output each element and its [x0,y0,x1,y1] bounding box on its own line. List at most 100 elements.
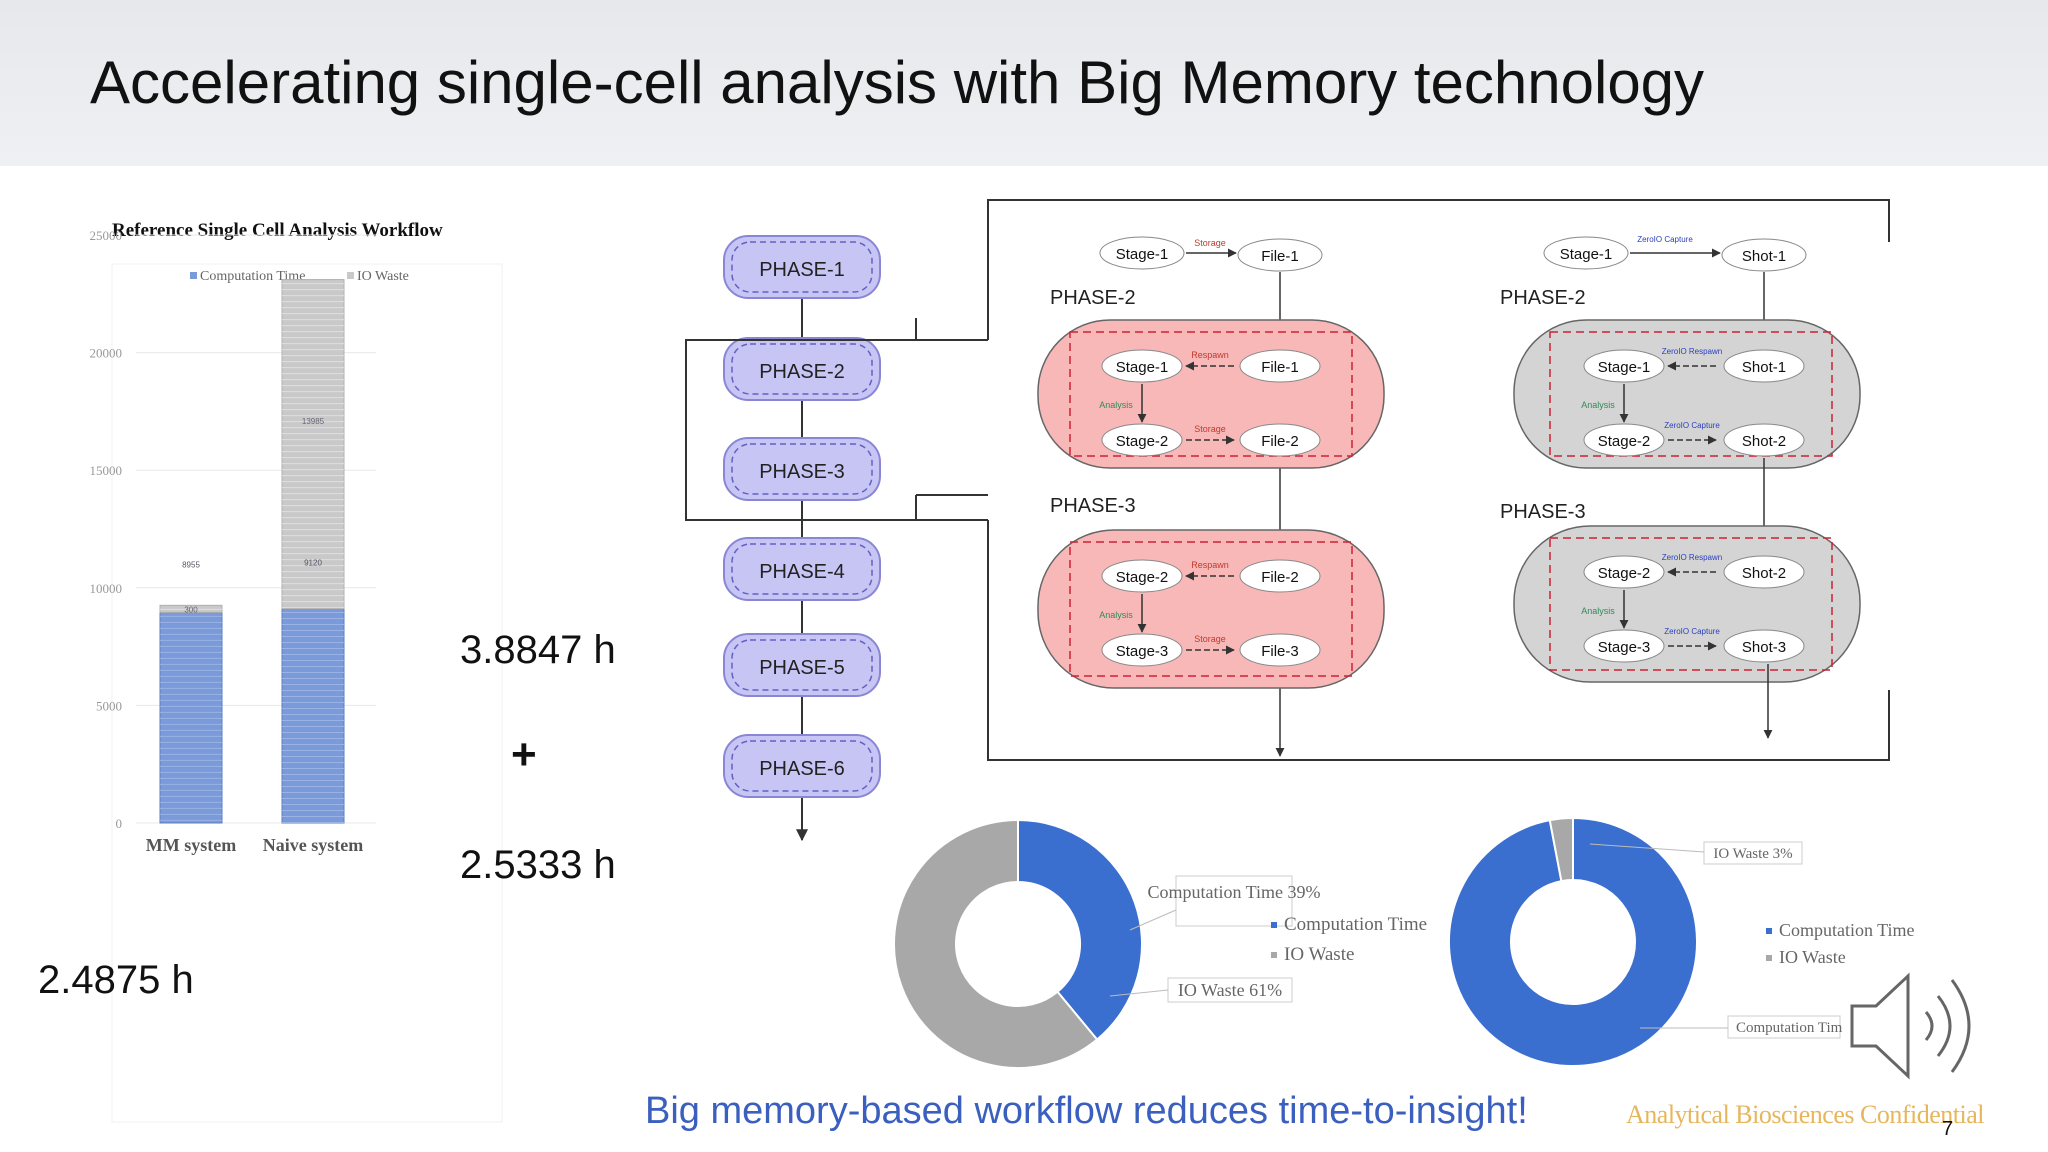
donut-chart-naive: Computation Time 39% IO Waste 61% Comput… [893,818,1427,1069]
bar-categories: MM system Naive system [146,835,363,855]
right-p3-stage-2: Stage-3 [1598,639,1651,656]
legend-swatch-io [347,272,354,279]
page-number: 7 [1942,1118,1954,1140]
top-file-left: File-1 [1261,248,1299,265]
donut-slice-io-waste [893,818,1099,1069]
donut1-legend-comp: Computation Time [1284,914,1427,935]
legend-swatch-computation [190,272,197,279]
right-phase3-label: PHASE-3 [1500,501,1586,523]
data-label-computation-0: 8955 [182,561,200,570]
category-label-0: MM system [146,835,236,855]
donut1-legend-io: IO Waste [1284,944,1354,965]
y-tick-label: 10000 [90,581,123,596]
data-label-io-0: 300 [184,605,198,614]
left-phase3-label: PHASE-3 [1050,495,1136,517]
top-stage-left: Stage-1 [1116,246,1169,263]
right-p3-file-1: Shot-2 [1742,565,1786,582]
bar-computation-0 [159,611,223,824]
workflow-diagram: PHASE-1 PHASE-2 PHASE-3 PHASE-4 PHASE-5 … [685,199,1890,842]
right-p3-file-2: Shot-3 [1742,639,1786,656]
left-p3-stage-1: Stage-2 [1116,569,1169,586]
callout-comp-39: Computation Time 39% [1147,882,1320,902]
bar-ticks: 25000 20000 15000 10000 5000 0 [90,228,123,831]
zoom-bracket [685,339,988,521]
right-p3-arrow-2: ZeroIO Capture [1664,627,1720,636]
phase-label-6: PHASE-6 [759,758,845,780]
left-p2-arrow-1: Respawn [1191,350,1229,360]
top-arrow-left: Storage [1194,238,1226,248]
right-p3-arrow-1: ZeroIO Respawn [1662,553,1722,562]
phase-box-4[interactable]: PHASE-4 [723,537,881,601]
left-p3-arrow-1: Respawn [1191,560,1229,570]
bar-chart: Reference Single Cell Analysis Workflow … [90,220,503,1123]
phase-box-5[interactable]: PHASE-5 [723,633,881,697]
left-p3-stage-2: Stage-3 [1116,643,1169,660]
left-p2-arrow-2: Storage [1194,424,1226,434]
phase-box-6[interactable]: PHASE-6 [723,734,881,798]
left-p2-mid: Analysis [1099,400,1133,410]
left-phase2-label: PHASE-2 [1050,287,1136,309]
donut-chart-mm: IO Waste 3% Computation Tim Computation … [1448,816,1915,1067]
right-p3-mid: Analysis [1581,606,1615,616]
left-phase2-region [1037,319,1385,469]
right-p2-file-1: Shot-1 [1742,359,1786,376]
right-p2-stage-1: Stage-1 [1598,359,1651,376]
zoom-box-top [987,199,1890,340]
phase-column: PHASE-1 PHASE-2 PHASE-3 PHASE-4 PHASE-5 … [723,235,881,842]
callout-io-3: IO Waste 3% [1713,846,1792,862]
mm-hours: 2.4875 h [38,958,194,1002]
left-p2-file-2: File-2 [1261,433,1299,450]
tagline: Big memory-based workflow reduces time-t… [645,1090,1528,1132]
bar-chart-title: Reference Single Cell Analysis Workflow [112,220,443,241]
legend-io: IO Waste [357,269,409,284]
left-p2-file-1: File-1 [1261,359,1299,376]
plus-sign: + [511,730,537,779]
naive-io-hours: 3.8847 h [460,628,616,672]
phase-label-3: PHASE-3 [759,461,845,483]
data-label-computation-1: 9120 [304,559,322,568]
top-arrow-right: ZeroIO Capture [1637,235,1693,244]
y-tick-label: 0 [116,816,123,831]
right-p2-mid: Analysis [1581,400,1615,410]
right-phase2-region [1513,319,1861,469]
left-p3-mid: Analysis [1099,610,1133,620]
left-p3-arrow-2: Storage [1194,634,1226,644]
confidential-notice: Analytical Biosciences Confidential [1626,1100,1984,1129]
callout-comp-97: Computation Tim [1736,1020,1843,1036]
phase-box-3[interactable]: PHASE-3 [723,437,881,501]
right-p2-arrow-1: ZeroIO Respawn [1662,347,1722,356]
right-p2-arrow-2: ZeroIO Capture [1664,421,1720,430]
right-p2-stage-2: Stage-2 [1598,433,1651,450]
phase-label-5: PHASE-5 [759,657,845,679]
left-p3-file-1: File-2 [1261,569,1299,586]
donut2-legend-io: IO Waste [1779,947,1846,967]
donut2-legend-comp: Computation Time [1779,920,1915,940]
donut-naive-slices [893,818,1143,1069]
speaker-icon[interactable] [1846,966,2002,1086]
zoom-box-bottom [987,520,1890,761]
bar-computation-1 [281,607,345,824]
donut-slice-computation-time [1017,818,1143,1041]
naive-comp-hours: 2.5333 h [460,843,616,887]
detail-snapshot-based: Stage-1 ZeroIO Capture Shot-1 PHASE-2 St… [1500,235,1861,739]
y-tick-label: 20000 [90,346,123,361]
phase-label-2: PHASE-2 [759,361,845,383]
y-tick-label: 5000 [96,698,122,713]
y-tick-label: 25000 [90,228,123,243]
donut-slice-io-waste [1548,816,1574,883]
detail-file-based: Stage-1 Storage File-1 PHASE-2 Stage-1 R… [1037,236,1385,757]
donut-slice-computation-time [1448,816,1698,1067]
y-tick-label: 15000 [90,463,123,478]
phase-box-1[interactable]: PHASE-1 [723,235,881,299]
left-phase3-region [1037,529,1385,689]
top-stage-right: Stage-1 [1560,246,1613,263]
left-p2-stage-1: Stage-1 [1116,359,1169,376]
legend-computation: Computation Time [200,269,305,284]
phase-label-1: PHASE-1 [759,259,845,281]
category-label-1: Naive system [263,835,363,855]
right-p3-stage-1: Stage-2 [1598,565,1651,582]
phase-box-2[interactable]: PHASE-2 [723,337,881,401]
callout-io-61: IO Waste 61% [1178,980,1282,1000]
slide-header [0,0,2048,166]
